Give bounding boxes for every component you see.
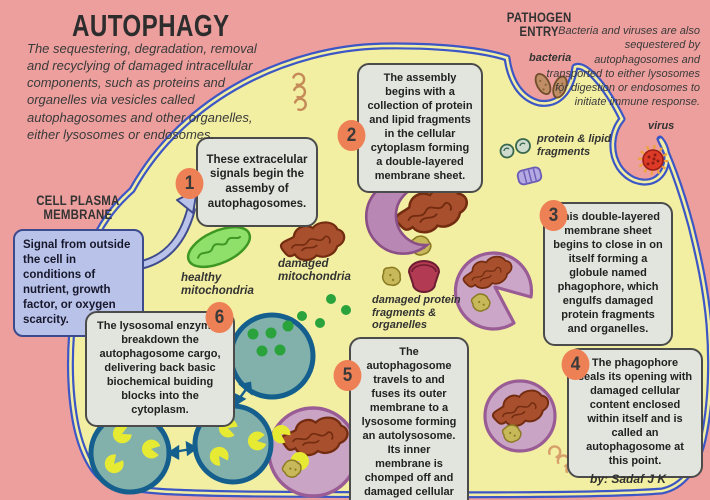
step-1-badge: 1 <box>175 168 204 199</box>
building-block-dots <box>247 294 351 357</box>
step-1-box: These extracelular signals begin the ass… <box>196 137 318 227</box>
intro-text: The sequestering, degradation, removal a… <box>27 41 257 142</box>
step-5-box: The autophagosome travels to and fuses i… <box>349 337 469 500</box>
bacteria-label: bacteria <box>529 52 572 64</box>
virus-icon <box>637 144 669 176</box>
virus-label: virus <box>648 120 675 132</box>
step-4-box: The phagophore seals its opening with da… <box>567 348 703 478</box>
pathogen-note-text: Bacteria and viruses are also sequestere… <box>546 25 700 109</box>
step-3-box: This double-layered membrane sheet begin… <box>543 202 673 346</box>
pathogen-entry-label: PATHOGEN ENTRY <box>506 10 572 40</box>
protein-lipid-fragment-icons <box>499 138 543 186</box>
healthy-mitochondria-icon <box>186 225 252 269</box>
bacteria-icon <box>534 72 568 99</box>
step-2-badge: 2 <box>337 120 366 151</box>
cell-plasma-membrane-label: CELL PLASMA MEMBRANE <box>36 193 120 223</box>
step-3-badge: 3 <box>539 200 568 231</box>
step-4-badge: 4 <box>561 349 590 380</box>
step-6-badge: 6 <box>205 302 234 333</box>
author-credit: by: Sadaf J K <box>590 472 667 486</box>
step-5-badge: 5 <box>333 360 362 391</box>
healthy-mitochondria-label: healthy mitochondria <box>181 272 254 298</box>
phagophore-engulfing-icon <box>453 251 534 331</box>
step-2-box: The assembly begins with a collection of… <box>357 63 483 193</box>
damaged-organelle-cup-icon <box>407 260 441 293</box>
fusion-arrow <box>166 440 199 461</box>
protein-lipid-label: protein & lipid fragments <box>537 133 611 158</box>
step-6-box: The lysosomal enzymes breakdown the auto… <box>85 311 235 427</box>
page-title: AUTOPHAGY <box>72 8 230 43</box>
release-arrow <box>232 381 253 406</box>
damaged-mitochondria-label: damaged mitochondria <box>278 258 351 284</box>
damaged-fragments-label: damaged protein fragments & organelles <box>372 294 461 332</box>
